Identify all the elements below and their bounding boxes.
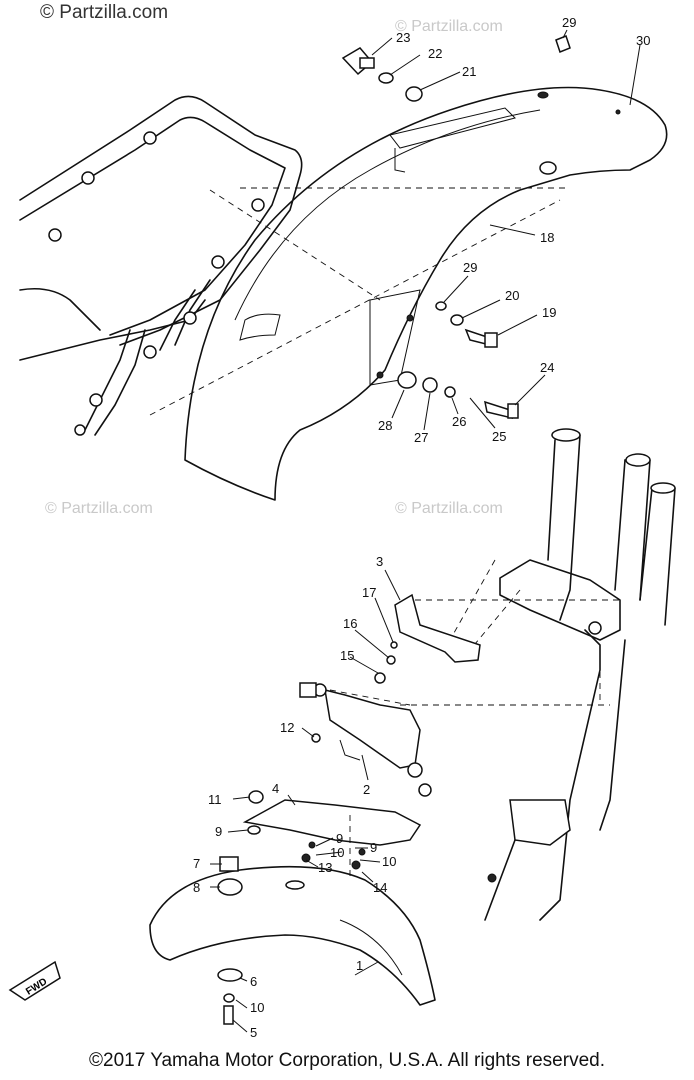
- callout-numbers: 23 22 21 29 30 18 29 20 19 24 28 27 26 2…: [193, 15, 650, 1040]
- callout-9-a: 9: [336, 831, 343, 846]
- callout-8: 8: [193, 880, 200, 895]
- callout-23: 23: [396, 30, 410, 45]
- callout-14: 14: [373, 880, 387, 895]
- callout-6: 6: [250, 974, 257, 989]
- watermark-mid-left: © Partzilla.com: [45, 500, 153, 517]
- front-fender-stays: [242, 593, 481, 880]
- callout-18: 18: [540, 230, 554, 245]
- callout-10-b: 10: [382, 854, 396, 869]
- callout-3: 3: [376, 554, 383, 569]
- callout-4: 4: [272, 781, 279, 796]
- callout-1: 1: [356, 958, 363, 973]
- callout-16: 16: [343, 616, 357, 631]
- callout-27: 27: [414, 430, 428, 445]
- callout-9-b: 9: [370, 840, 377, 855]
- callout-10-a: 10: [330, 845, 344, 860]
- callout-29-top: 29: [562, 15, 576, 30]
- watermark-top-center: © Partzilla.com: [395, 18, 503, 35]
- callout-22: 22: [428, 46, 442, 61]
- callout-7: 7: [193, 856, 200, 871]
- callout-12: 12: [280, 720, 294, 735]
- callout-10-c: 10: [250, 1000, 264, 1015]
- callout-17: 17: [362, 585, 376, 600]
- front-forks: [400, 428, 676, 921]
- callout-2: 2: [363, 782, 370, 797]
- callout-19: 19: [542, 305, 556, 320]
- copyright-notice: ©2017 Yamaha Motor Corporation, U.S.A. A…: [89, 1050, 605, 1071]
- callout-20: 20: [505, 288, 519, 303]
- callout-5: 5: [250, 1025, 257, 1040]
- rear-fender-hardware: [341, 35, 571, 420]
- watermark-mid-right: © Partzilla.com: [395, 500, 503, 517]
- watermark-top-left: © Partzilla.com: [40, 2, 169, 23]
- callout-24: 24: [540, 360, 554, 375]
- callout-28: 28: [378, 418, 392, 433]
- callout-25: 25: [492, 429, 506, 444]
- callout-9-left: 9: [215, 824, 222, 839]
- leader-lines: [210, 29, 641, 1033]
- callout-21: 21: [462, 64, 476, 79]
- callout-26: 26: [452, 414, 466, 429]
- callout-11: 11: [208, 792, 222, 807]
- callout-30: 30: [636, 33, 650, 48]
- front-fender: [149, 790, 436, 1025]
- callout-15: 15: [340, 648, 354, 663]
- callout-13: 13: [318, 860, 332, 875]
- callout-29-mid: 29: [463, 260, 477, 275]
- frame: [19, 95, 303, 436]
- fwd-arrow: FWD: [8, 960, 61, 1001]
- rear-fender: [149, 86, 668, 501]
